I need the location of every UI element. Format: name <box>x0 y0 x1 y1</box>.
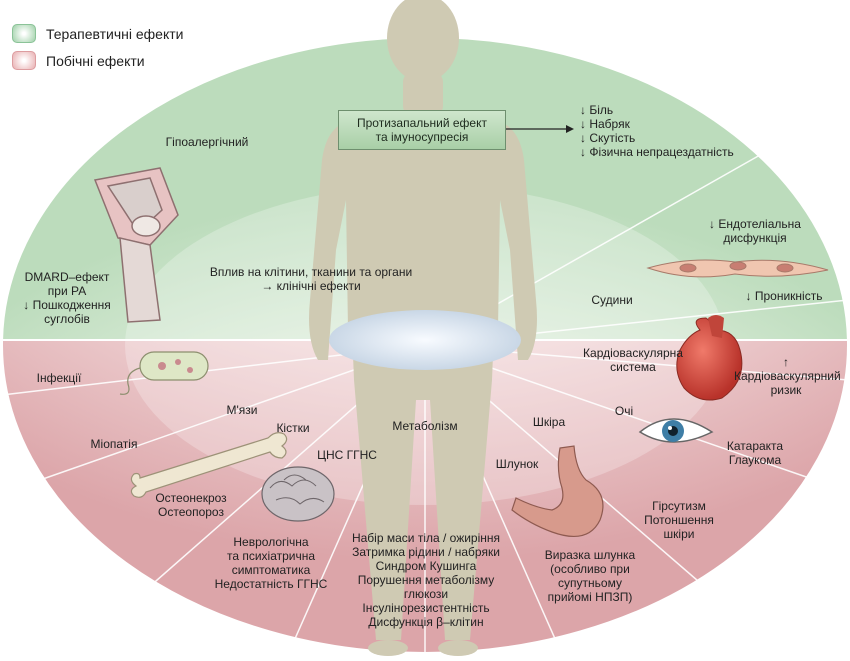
infections-label: Інфекції <box>36 371 82 385</box>
bacterium-icon <box>119 351 209 395</box>
bones-label: Кістки <box>276 421 310 435</box>
eyes-label: Очі <box>614 404 634 418</box>
myopathy-label: Міопатія <box>90 437 138 451</box>
bone-icon <box>130 432 288 498</box>
cell-impact-label: Вплив на клітини, тканини та органи → кл… <box>209 265 413 293</box>
eye-icon <box>638 418 714 443</box>
endothelial-label: ↓ Ендотеліальна дисфункція <box>709 217 801 245</box>
skin-effects-label: Гірсутизм Потоншення шкіри <box>644 499 714 541</box>
cardio-risk-label: ↑ Кардіоваскулярний ризик <box>734 355 841 397</box>
therapeutic-swatch <box>12 24 36 43</box>
side-swatch <box>12 51 36 70</box>
brain-icon <box>261 466 335 522</box>
dmard-label: DMARD–ефект при РА ↓ Пошкодження суглобі… <box>23 270 111 326</box>
anti-inflammatory-box: Протизапальний ефект та імуносупресія <box>338 110 506 150</box>
clinical-effects-list: ↓ Біль ↓ Набряк ↓ Скутість ↓ Фізична неп… <box>580 103 734 159</box>
vessels-label: Судини <box>591 293 633 307</box>
metabolism-label: Метаболізм <box>392 419 458 433</box>
ulcer-label: Виразка шлунка (особливо при супутньому … <box>544 548 636 604</box>
legend-side-label: Побічні ефекти <box>46 52 145 69</box>
endothelial-cells-icon <box>646 259 829 278</box>
legend-therapeutic: Терапевтичні ефекти <box>12 24 183 43</box>
legend-side: Побічні ефекти <box>12 51 145 70</box>
skin-label: Шкіра <box>532 415 566 429</box>
stomach-label: Шлунок <box>495 457 539 471</box>
legend-therapeutic-label: Терапевтичні ефекти <box>46 25 184 42</box>
knee-joint-icon <box>93 167 179 323</box>
eye-effects-label: Катаракта Глаукома <box>726 439 784 467</box>
human-body <box>309 0 537 656</box>
neuro-label: Неврологічна та психіатрична симптоматик… <box>214 535 328 591</box>
cns-label: ЦНС ГГНС <box>317 448 377 462</box>
permeability-label: ↓ Проникність <box>745 289 823 303</box>
bone-effects-label: Остеонекроз Остеопороз <box>155 491 227 519</box>
heart-icon <box>676 315 743 401</box>
stomach-icon <box>511 445 604 538</box>
box-line-1: Протизапальний ефект <box>357 116 487 130</box>
cardio-label: Кардіоваскулярна система <box>583 346 683 374</box>
center-disc <box>329 310 521 370</box>
muscles-label: М'язи <box>226 403 258 417</box>
hypoallergenic-label: Гіпоалергічний <box>165 135 249 149</box>
box-line-2: та імуносупресія <box>375 130 469 144</box>
metabolic-effects-label: Набір маси тіла / ожиріння Затримка ріди… <box>351 531 501 629</box>
